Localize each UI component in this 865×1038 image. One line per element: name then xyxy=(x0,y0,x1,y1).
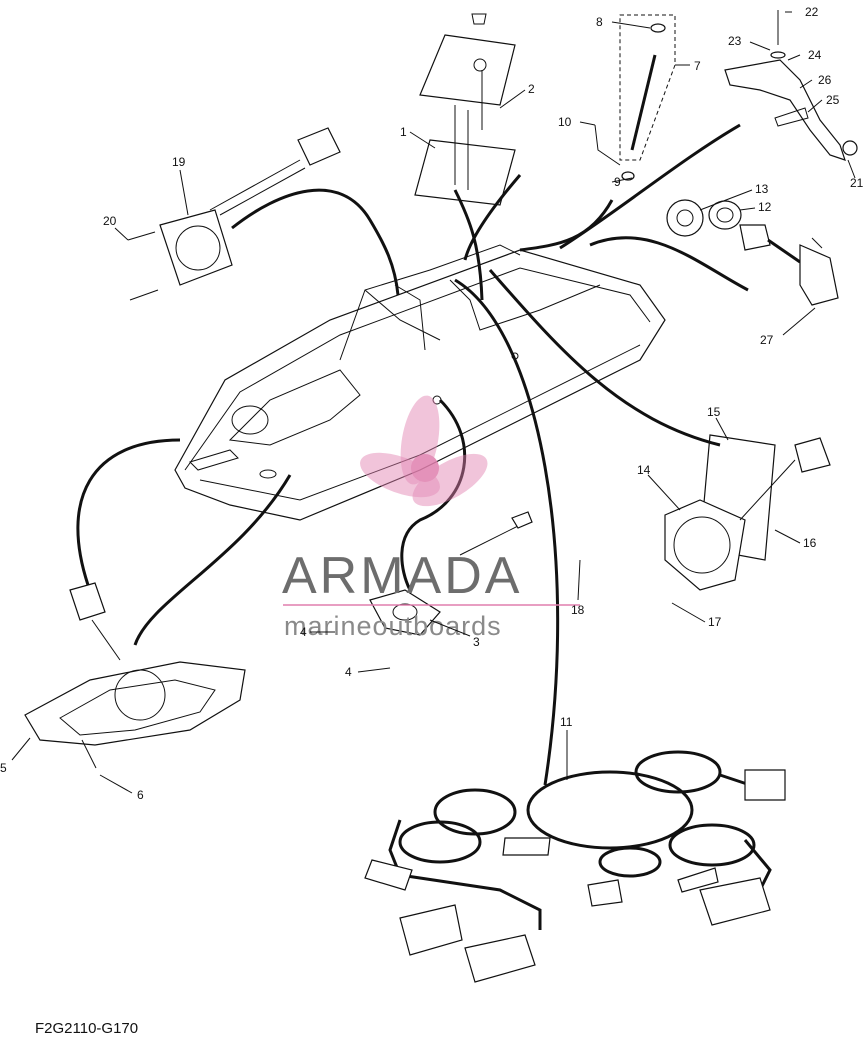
callout-20: 20 xyxy=(103,214,117,228)
gauge-assembly xyxy=(127,127,341,301)
callout-numbers: 1 2 3 4 4 5 6 7 8 9 10 11 12 13 14 15 16… xyxy=(0,5,864,802)
callout-leaders xyxy=(11,11,856,794)
callout-25: 25 xyxy=(826,93,840,107)
callout-17: 17 xyxy=(708,615,722,629)
oval-housing-assembly xyxy=(24,582,246,769)
armada-logo xyxy=(360,395,488,507)
boat-hull xyxy=(174,244,666,521)
callout-18: 18 xyxy=(571,603,585,617)
callout-26: 26 xyxy=(818,73,832,87)
small-light-assembly xyxy=(369,511,533,636)
callout-4b: 4 xyxy=(345,665,352,679)
callout-2: 2 xyxy=(528,82,535,96)
handrail-assembly xyxy=(724,10,858,161)
callout-14: 14 xyxy=(637,463,651,477)
callout-19: 19 xyxy=(172,155,186,169)
diagram-code: F2G2110-G170 xyxy=(35,1020,138,1037)
cover-plate-assembly xyxy=(414,13,516,206)
callout-16: 16 xyxy=(803,536,817,550)
callout-5: 5 xyxy=(0,761,7,775)
routing-curves xyxy=(76,123,749,786)
callout-8: 8 xyxy=(596,15,603,29)
callout-3: 3 xyxy=(473,635,480,649)
callout-10: 10 xyxy=(558,115,572,129)
grommet-parts xyxy=(666,199,742,237)
callout-6: 6 xyxy=(137,788,144,802)
callout-23: 23 xyxy=(728,34,742,48)
callout-13: 13 xyxy=(755,182,769,196)
callout-24: 24 xyxy=(808,48,822,62)
sensor-assembly xyxy=(739,224,839,306)
callout-11: 11 xyxy=(560,715,573,729)
callout-9: 9 xyxy=(614,175,621,189)
callout-4: 4 xyxy=(300,625,307,639)
callout-21: 21 xyxy=(850,176,864,190)
watermark-subtitle: marineoutboards xyxy=(284,611,502,641)
callout-7: 7 xyxy=(694,59,701,73)
mast-assembly xyxy=(594,14,676,181)
callout-22: 22 xyxy=(805,5,819,19)
wiring-harness xyxy=(364,750,786,983)
callout-1: 1 xyxy=(400,125,407,139)
callout-27: 27 xyxy=(760,333,774,347)
watermark-title: ARMADA xyxy=(282,547,522,605)
mount-assembly xyxy=(664,434,831,591)
callout-15: 15 xyxy=(707,405,721,419)
callout-12: 12 xyxy=(758,200,772,214)
